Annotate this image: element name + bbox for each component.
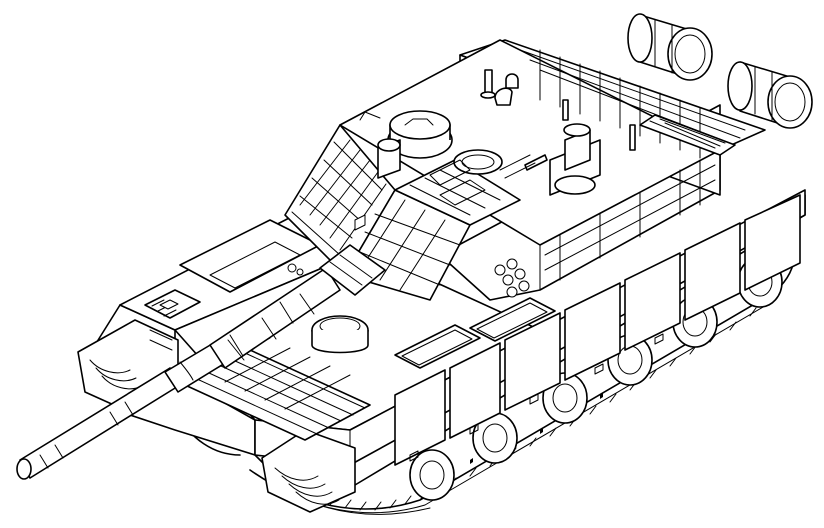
side-skirt-panels	[394, 194, 801, 466]
front-deck-grille	[184, 337, 371, 441]
smoke-launchers	[494, 258, 530, 298]
gunner-sight	[377, 138, 401, 179]
commander-cupola	[387, 110, 453, 159]
main-gun	[16, 267, 341, 480]
hull-fittings	[159, 214, 603, 464]
driver-hatch	[311, 315, 369, 354]
antenna-bases	[480, 69, 636, 151]
fuel-drum-lower	[727, 61, 813, 129]
fuel-drums	[627, 13, 813, 129]
loader-hatch	[453, 149, 503, 175]
turret	[284, 39, 766, 301]
rear-bustle-rack	[519, 49, 746, 159]
remote-weapon-station	[524, 123, 601, 196]
fuel-drum-upper	[627, 13, 713, 81]
